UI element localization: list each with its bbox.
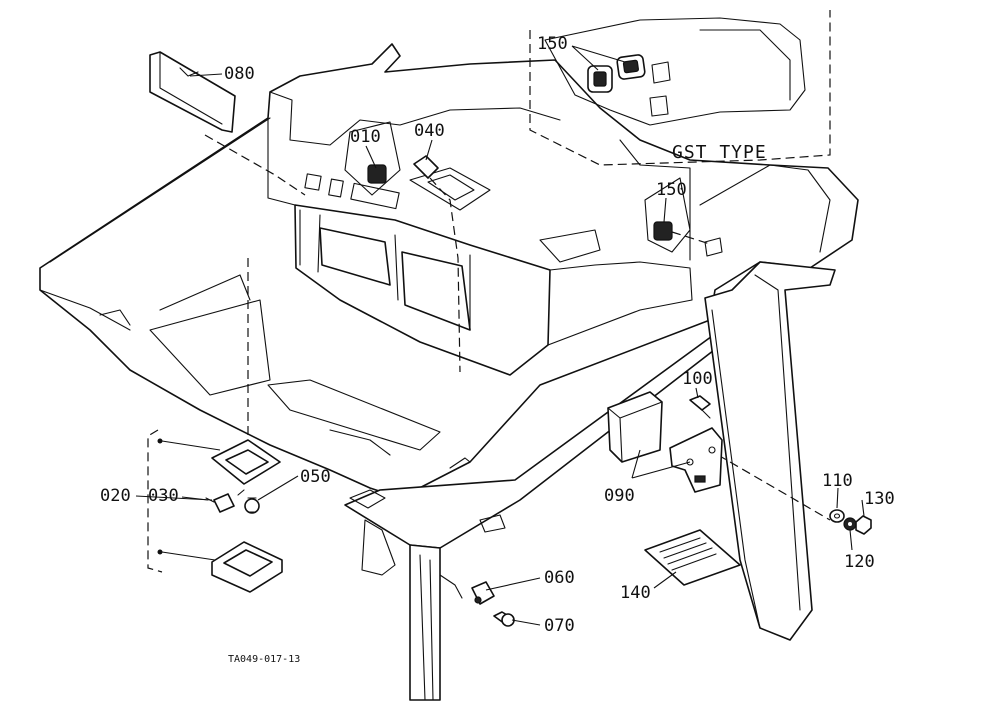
inset-note-label: GST TYPE (672, 142, 767, 163)
callout-040: 040 (414, 121, 445, 141)
callout-100: 100 (682, 369, 713, 389)
callout-050: 050 (300, 467, 331, 487)
part-130-nut (855, 515, 872, 535)
callout-020: 020 (100, 486, 131, 506)
gst-type-inset: GST TYPE (529, 10, 831, 166)
part-140-label (644, 529, 741, 586)
part-060-clip (471, 581, 495, 605)
callout-150: 150 (656, 180, 687, 200)
part-150-switch (644, 177, 711, 253)
part-040-lamp (413, 155, 461, 373)
roof-panel (39, 43, 859, 499)
callout-080: 080 (224, 64, 255, 84)
callout-030: 030 (148, 486, 179, 506)
callout-060: 060 (544, 568, 575, 588)
part-090-box (607, 391, 663, 463)
callout-120: 120 (844, 552, 875, 572)
part-020-dome-lamp (147, 258, 283, 593)
callout-070: 070 (544, 616, 575, 636)
callout-labels: 080 010 040 150 150 020 030 050 060 070 … (100, 34, 895, 665)
part-010-switch (344, 121, 401, 196)
callout-110: 110 (822, 471, 853, 491)
drawing-code: TA049-017-13 (228, 654, 300, 665)
callout-150-inset: 150 (537, 34, 568, 54)
part-110-washer (829, 509, 845, 523)
callout-010: 010 (350, 127, 381, 147)
front-frame-pillar (344, 311, 746, 701)
callout-140: 140 (620, 583, 651, 603)
part-080-bracket (149, 51, 306, 196)
part-070-screw (493, 611, 515, 627)
part-100-screw (689, 395, 711, 419)
rear-pillar (704, 261, 836, 641)
part-090-bracket (669, 427, 723, 493)
callout-090: 090 (604, 486, 635, 506)
callout-130: 130 (864, 489, 895, 509)
part-120-lock-washer (843, 517, 857, 531)
leader-lines (135, 45, 865, 626)
